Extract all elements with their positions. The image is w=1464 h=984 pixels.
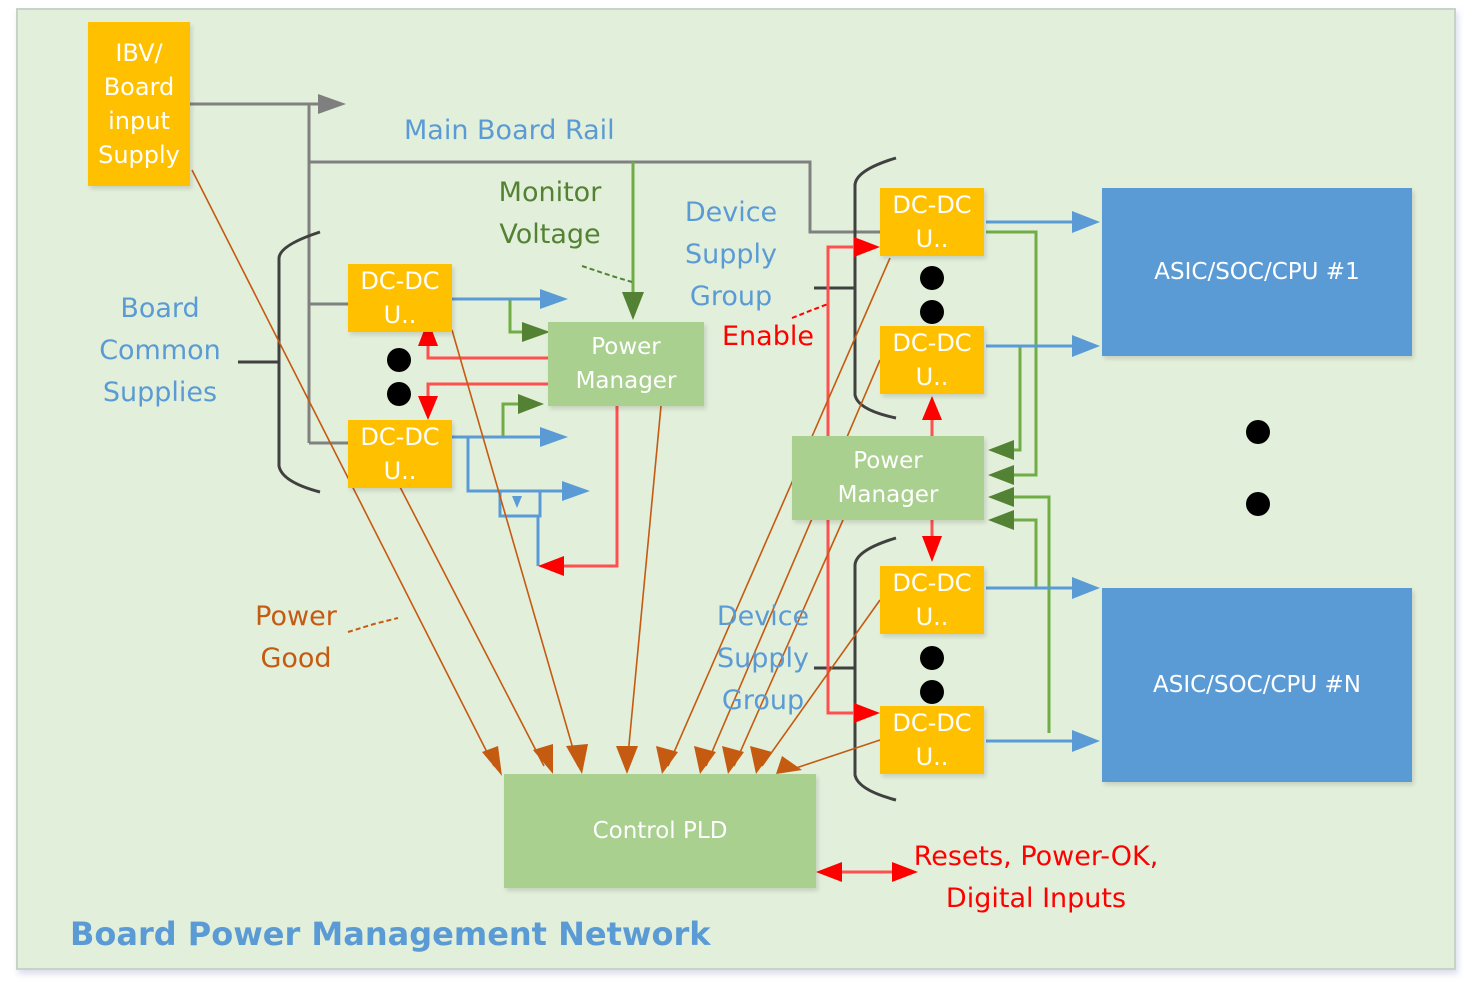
power-manager-label: Power Manager — [575, 334, 677, 394]
mosfet-icon — [512, 496, 522, 508]
power-manager-left: Power Manager — [548, 322, 704, 406]
monitor-pointer — [581, 265, 633, 283]
dcdc-unit-right-1: DC-DC U.. — [880, 188, 984, 256]
ellipsis-dot — [920, 646, 944, 670]
ellipsis-dot — [387, 348, 411, 372]
device-label: ASIC/SOC/CPU #N — [1153, 672, 1361, 698]
device-asic-1: ASIC/SOC/CPU #1 — [1102, 188, 1412, 356]
dcdc-label: DC-DC U.. — [360, 423, 440, 485]
device-label: ASIC/SOC/CPU #1 — [1154, 259, 1360, 285]
input-supply-box: IBV/ Board input Supply — [88, 22, 190, 186]
rail-arrowhead — [318, 94, 346, 114]
power-good-lines — [191, 169, 891, 771]
power-good-label: Power Good — [255, 601, 337, 674]
bracket-device-group-bottom — [853, 536, 897, 802]
main-board-rail-label: Main Board Rail — [404, 115, 615, 146]
control-pld-label: Control PLD — [592, 818, 728, 844]
enable-label: Enable — [722, 321, 814, 352]
enable-pointer — [791, 303, 829, 319]
device-supply-group-bottom-label: Device Supply Group — [716, 601, 810, 716]
bracket-device-group-top — [853, 156, 897, 420]
dcdc-unit-left-2: DC-DC U.. — [348, 420, 452, 488]
board-common-supplies-label: Board Common Supplies — [99, 293, 221, 408]
monitor-voltage-label: Monitor Voltage — [498, 177, 602, 250]
dcdc-label: DC-DC U.. — [892, 709, 972, 771]
dcdc-label: DC-DC U.. — [360, 267, 440, 329]
dcdc-unit-right-4: DC-DC U.. — [880, 706, 984, 774]
power-manager-label: Power Manager — [837, 448, 939, 508]
brackets — [238, 156, 897, 802]
control-pld-box: Control PLD — [504, 774, 816, 888]
resets-label: Resets, Power-OK, Digital Inputs — [913, 841, 1159, 914]
dcdc-unit-left-1: DC-DC U.. — [348, 264, 452, 332]
ellipsis-dot — [1246, 492, 1270, 516]
diagram-title: Board Power Management Network — [70, 915, 711, 953]
input-supply-label: IBV/ Board input Supply — [98, 39, 180, 169]
bracket-board-common — [277, 230, 321, 494]
dcdc-unit-right-2: DC-DC U.. — [880, 326, 984, 394]
device-asic-n: ASIC/SOC/CPU #N — [1102, 588, 1412, 782]
power-output-arrowheads — [512, 211, 1100, 752]
ellipsis-dot — [920, 680, 944, 704]
power-good-arrowheads — [482, 744, 802, 776]
main-board-rail-line — [309, 160, 880, 234]
ellipsis-dot — [1246, 420, 1270, 444]
power-output-lines — [452, 220, 1075, 743]
ellipsis-dot — [920, 266, 944, 290]
power-good-pointer — [347, 617, 399, 633]
power-manager-right: Power Manager — [792, 436, 984, 520]
enable-arrowheads — [418, 237, 942, 882]
rail-lines — [190, 102, 880, 445]
dcdc-label: DC-DC U.. — [892, 329, 972, 391]
dcdc-label: DC-DC U.. — [892, 569, 972, 631]
ellipsis-dot — [387, 382, 411, 406]
dcdc-unit-right-3: DC-DC U.. — [880, 566, 984, 634]
dcdc-label: DC-DC U.. — [892, 191, 972, 253]
device-supply-group-top-label: Device Supply Group — [684, 197, 778, 312]
enable-lines — [426, 245, 934, 874]
ellipsis-dot — [920, 300, 944, 324]
monitor-arrowheads — [518, 292, 1014, 530]
